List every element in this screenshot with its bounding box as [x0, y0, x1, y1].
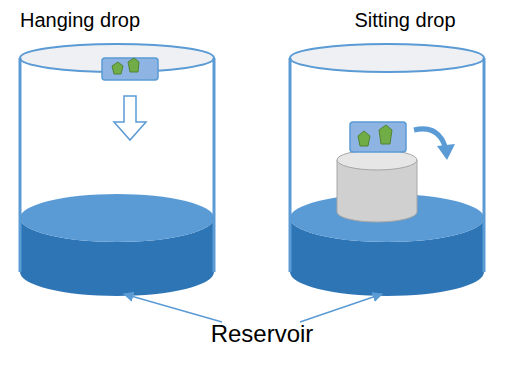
sitting-drop-well — [290, 44, 484, 296]
well-title: Sitting drop — [354, 9, 455, 31]
hanging-drop-well — [20, 44, 214, 296]
reservoir-label: Reservoir — [211, 321, 314, 347]
well-title: Hanging drop — [20, 9, 140, 31]
leader-arrow — [124, 294, 222, 322]
leader-arrow — [300, 294, 382, 322]
